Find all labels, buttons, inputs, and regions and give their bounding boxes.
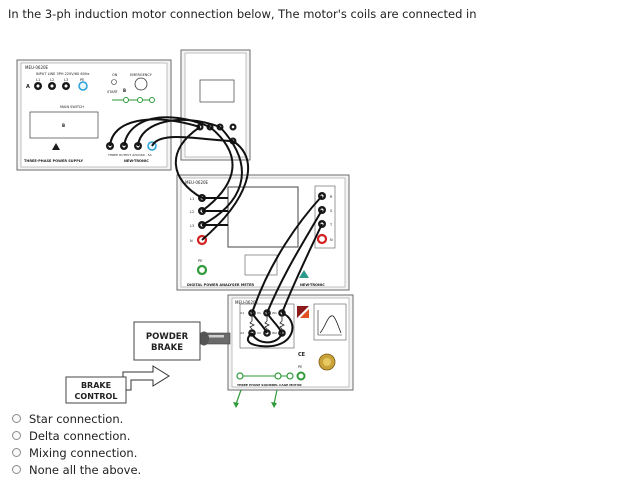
motor-v2-label: V2 — [257, 331, 261, 335]
analyzer-right-label: N — [330, 238, 333, 242]
wire — [109, 118, 201, 147]
radio-button[interactable] — [12, 414, 21, 423]
supply-brand: NEW-TRONIC — [124, 159, 149, 163]
wire — [201, 126, 234, 212]
radio-button[interactable] — [12, 431, 21, 440]
analyzer-left-label: L3 — [190, 224, 194, 228]
wire — [123, 116, 211, 147]
motor-u2-label: U2 — [240, 331, 244, 335]
analyzer-output-neutral — [316, 233, 328, 245]
option-label: Star connection. — [29, 411, 124, 426]
option-none[interactable]: None all the above. — [12, 461, 141, 478]
wire — [137, 119, 221, 147]
supply-emergency-label: EMERGENCY — [130, 73, 153, 77]
wire — [266, 209, 323, 314]
motor-u1-label: U1 — [240, 311, 244, 315]
wire — [201, 140, 250, 241]
supply-on-label: ON — [112, 73, 118, 77]
analyzer-right-label: S — [330, 209, 333, 213]
analyzer-display — [227, 186, 299, 248]
warning-icon — [299, 270, 309, 278]
analyzer-brand: NEW-TRONIC — [300, 283, 325, 287]
radio-button[interactable] — [12, 448, 21, 457]
supply-l3-label: L3 — [64, 78, 68, 82]
meter-terminal — [229, 123, 237, 131]
wire — [201, 126, 243, 226]
main-switch — [29, 111, 99, 139]
analyzer-footer: DIGITAL POWER ANALYSER METER — [187, 283, 254, 287]
question-text: In the 3-ph induction motor connection b… — [8, 7, 477, 21]
supply-output-label: THREE OUTPUT 220V/60 - 5A — [107, 153, 153, 157]
wire — [281, 223, 323, 314]
supply-l1-label: L1 — [36, 78, 40, 82]
wires — [109, 116, 323, 348]
motor-pe-terminal — [296, 371, 306, 381]
brake-control-line1: BRAKE — [81, 381, 111, 390]
wire — [251, 195, 323, 314]
supply-panel: MEU-0620E INPUT LINE 3PH 220V/60 60Hz L1… — [16, 59, 172, 171]
answer-options: Star connection. Delta connection. Mixin… — [12, 410, 141, 478]
analyzer-panel: MEU-0620E L1 L2 L3 N PE R S T N DIGITAL … — [176, 174, 350, 291]
supply-input-terminal — [34, 82, 42, 90]
analyzer-pe-terminal — [196, 264, 208, 276]
ce-mark: CE — [298, 352, 306, 358]
supply-start-label: START — [107, 90, 119, 94]
analyzer-code: MEU-0620E — [185, 180, 209, 185]
meter-panel — [180, 49, 251, 161]
motor-pe-label: PE — [298, 365, 302, 369]
meter-display — [199, 79, 235, 103]
supply-pe-terminal — [78, 81, 88, 91]
option-star[interactable]: Star connection. — [12, 410, 141, 427]
wire — [266, 312, 283, 334]
torque-curve-panel — [313, 303, 347, 341]
torque-curve — [319, 315, 342, 334]
analyzer-pe-label: PE — [198, 259, 202, 263]
supply-footer: THREE-PHASE POWER SUPPLY — [24, 159, 83, 163]
analyzer-left-label: L2 — [190, 210, 194, 214]
control-arrow-icon — [122, 365, 170, 391]
motor-panel: MEU-0620E U1 V1 W1 U2 V2 W2 CE PE THREE … — [227, 294, 354, 408]
supply-input-label: INPUT LINE 3PH 220V/60 60Hz — [36, 72, 89, 76]
motor-w2-label: W2 — [272, 331, 277, 335]
brake-control-box: BRAKE CONTROL — [65, 376, 127, 404]
analyzer-left-label: L1 — [190, 197, 194, 201]
analyzer-left-label: N — [190, 239, 193, 243]
motor-code: MEU-0620E — [235, 300, 259, 305]
radio-button[interactable] — [12, 465, 21, 474]
supply-code: MEU-0620E — [25, 65, 49, 70]
warning-icon — [52, 143, 60, 150]
svg-text:B: B — [123, 88, 126, 93]
svg-text:A: A — [26, 84, 30, 90]
motor-v1-label: V1 — [257, 311, 261, 315]
supply-pe-label: PE — [80, 78, 84, 82]
motor-brand-icon — [297, 306, 309, 318]
supply-main-switch-label: MAIN SWITCH — [60, 105, 84, 109]
powder-brake-line2: BRAKE — [151, 343, 183, 353]
wire — [251, 312, 268, 334]
wire — [251, 332, 283, 344]
option-label: None all the above. — [29, 462, 142, 477]
motor-footer: THREE PHASE SQUIRREL CAGE MOTOR — [237, 383, 302, 387]
svg-text:B: B — [62, 123, 65, 128]
on-indicator — [111, 79, 117, 85]
motor-w1-label: W1 — [272, 311, 277, 315]
analyzer-selector — [244, 254, 278, 276]
option-label: Delta connection. — [29, 428, 131, 443]
option-label: Mixing connection. — [29, 445, 138, 460]
brake-control-line2: CONTROL — [75, 392, 118, 401]
powder-brake-box: POWDER BRAKE — [133, 321, 201, 361]
powder-brake-line1: POWDER — [146, 332, 189, 342]
option-delta[interactable]: Delta connection. — [12, 427, 141, 444]
wire — [174, 126, 203, 199]
option-mixing[interactable]: Mixing connection. — [12, 444, 141, 461]
supply-input-terminal — [62, 82, 70, 90]
wire — [246, 312, 294, 348]
emergency-button — [134, 77, 148, 91]
supply-input-terminal — [48, 82, 56, 90]
analyzer-right-label: T — [329, 223, 333, 227]
analyzer-right-label: R — [330, 195, 333, 199]
supply-l2-label: L2 — [50, 78, 54, 82]
shaft — [191, 331, 231, 346]
